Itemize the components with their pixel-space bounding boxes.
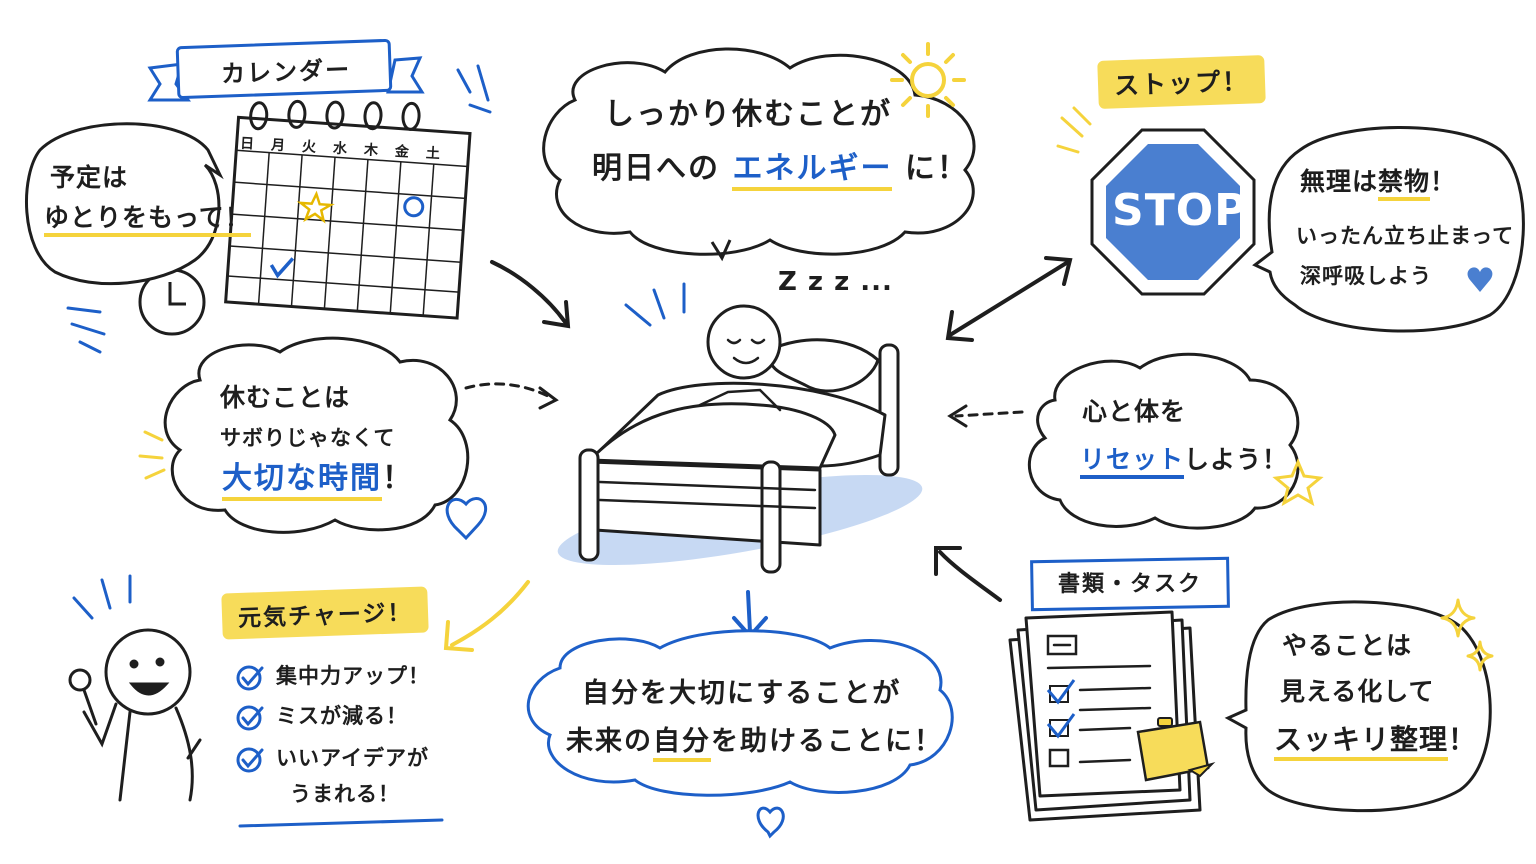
center-cloud-line2-part1: 明日への <box>592 151 720 186</box>
charge-item: ミスが減る！ <box>276 704 408 728</box>
tasks-banner-box <box>1030 556 1230 612</box>
calendar-day: 火 <box>301 139 317 156</box>
charge-item: うまれる！ <box>290 782 400 806</box>
reset-cloud-line1: 心と体を <box>1082 397 1187 426</box>
happy-person-icon <box>68 628 202 802</box>
reset-cloud-line2: リセットしよう！ <box>1080 445 1289 479</box>
document-lines <box>1046 634 1152 768</box>
sleep-zzz: Z z z ... <box>778 267 893 297</box>
stop-accent-lines <box>1056 106 1092 154</box>
tasks-bubble-line3: スッキリ整理！ <box>1274 723 1478 761</box>
stop-bubble-line3: 深呼吸しよう <box>1300 264 1432 288</box>
sun-icon <box>890 42 966 118</box>
documents-icon <box>1008 610 1202 822</box>
rest-cloud-line3: 大切な時間！ <box>222 461 414 501</box>
charge-item: いいアイデアが <box>276 746 429 770</box>
calendar-day: 金 <box>394 143 410 161</box>
tasks-speech-bubble <box>1224 600 1492 813</box>
stop-bubble-kinmotsu: 禁物 <box>1378 167 1431 201</box>
reset-cloud-shiyou: しよう！ <box>1184 445 1289 474</box>
sleeping-person-in-bed <box>557 282 923 574</box>
reset-thought-cloud <box>1028 352 1300 530</box>
bottom-cloud-part3: を助けることに！ <box>711 726 943 757</box>
calendar-day: 木 <box>363 142 379 159</box>
center-cloud-line2: 明日への エネルギー に！ <box>592 151 969 191</box>
cloud-tail-mark <box>710 239 732 262</box>
tasks-bubble-exclaim: ！ <box>1448 723 1478 756</box>
reset-cloud-reset: リセット <box>1080 445 1185 479</box>
calendar-day: 日 <box>239 135 255 153</box>
bottom-cloud-part1: 未来の <box>566 726 653 757</box>
heart-outline-icon-bottom <box>756 806 785 839</box>
stop-bubble-line1: 無理は禁物！ <box>1300 167 1457 201</box>
rest-cloud-line2: サボりじゃなくて <box>220 426 396 450</box>
happy-accent-lines <box>72 574 132 620</box>
tasks-bubble-line2: 見える化して <box>1280 677 1435 706</box>
stop-sign-icon <box>1090 128 1256 296</box>
stop-bubble-part1: 無理は <box>1300 167 1379 196</box>
rest-cloud-line1: 休むことは <box>220 383 351 412</box>
calendar-speech-bubble <box>25 122 224 286</box>
center-cloud-energy: エネルギー <box>732 151 893 191</box>
tasks-banner: 書類・タスク <box>1057 572 1202 597</box>
tasks-bubble-sukkiri: スッキリ <box>1274 723 1391 761</box>
tasks-bubble-seiri: 整理 <box>1390 723 1449 761</box>
calendar-banner: カレンダー <box>220 55 352 89</box>
document-checks <box>1046 679 1076 739</box>
charge-arrow <box>443 580 530 652</box>
rest-cloud-important-time: 大切な時間 <box>222 461 382 501</box>
charge-item: 集中力アップ！ <box>276 664 430 688</box>
center-thought-cloud <box>542 47 976 256</box>
calendar-icon <box>224 99 472 320</box>
center-cloud-line2-part3: に！ <box>904 151 969 186</box>
charge-banner: 元気チャージ！ <box>221 586 430 640</box>
stop-speech-bubble <box>1252 126 1525 333</box>
calendar-bubble-line1: 予定は <box>50 163 129 192</box>
stop-sign-text: STOP <box>1112 185 1248 236</box>
calendar-bubble-line2: ゆとりをもって！ <box>44 203 251 237</box>
charge-underline <box>238 818 444 828</box>
rest-thought-cloud <box>163 336 470 534</box>
bottom-cloud-self: 自分 <box>653 726 711 762</box>
calendar-day: 土 <box>425 145 441 163</box>
sticky-note-icon <box>1136 717 1216 782</box>
stop-bubble-part3: ！ <box>1430 167 1457 196</box>
stop-banner: ストップ！ <box>1097 55 1266 109</box>
star-icon <box>1272 458 1324 507</box>
check-icons <box>236 665 264 773</box>
calendar-day: 水 <box>332 140 348 158</box>
rest-accent-lines <box>138 430 166 480</box>
heart-outline-icon <box>445 497 488 541</box>
clock-accent-lines <box>66 306 106 354</box>
calendar-day: 月 <box>270 137 286 155</box>
tasks-bubble-line1: やることは <box>1282 631 1413 660</box>
calendar-banner-ribbon <box>147 38 425 102</box>
flow-arrows <box>464 256 1073 602</box>
sparkle-icons <box>1440 598 1494 672</box>
bottom-cloud-line2: 未来の自分を助けることに！ <box>566 726 943 762</box>
rest-cloud-exclaim: ！ <box>382 461 414 496</box>
heart-icon <box>1467 267 1493 292</box>
center-cloud-line1: しっかり休むことが <box>604 97 892 132</box>
bottom-cloud-line1: 自分を大切にすることが <box>582 678 902 709</box>
calendar-accent-lines <box>456 64 492 114</box>
bottom-thought-cloud <box>526 629 954 797</box>
stop-bubble-line2: いったん立ち止まって <box>1296 224 1515 248</box>
